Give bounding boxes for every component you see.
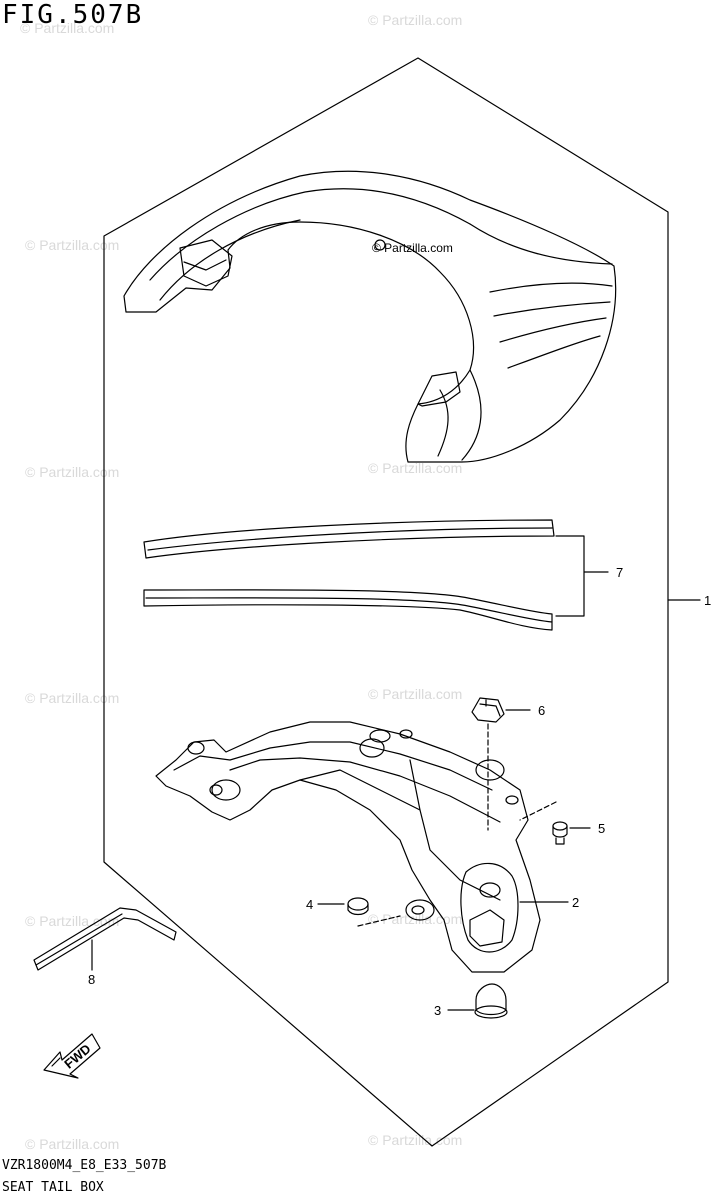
- watermark: © Partzilla.com: [368, 460, 463, 476]
- watermark: © Partzilla.com: [25, 913, 120, 929]
- screw: [552, 821, 568, 845]
- clip: [471, 697, 505, 723]
- watermark: © Partzilla.com: [25, 1136, 120, 1152]
- hex-key: [33, 907, 177, 971]
- embedded-watermark-label: © Partzilla.com: [372, 241, 453, 255]
- assembly-boundary: [103, 57, 669, 1147]
- watermark: © Partzilla.com: [368, 1132, 463, 1148]
- leader-line-7: [555, 535, 609, 617]
- fwd-arrow-icon: [43, 1033, 101, 1079]
- tape-strips: [143, 519, 555, 631]
- watermark: © Partzilla.com: [25, 690, 120, 706]
- callout-1: 1: [704, 593, 711, 608]
- callout-6: 6: [538, 703, 545, 718]
- leader-line-4-dash: [357, 915, 401, 927]
- callout-7: 7: [616, 565, 623, 580]
- watermark: © Partzilla.com: [20, 20, 115, 36]
- model-code: VZR1800M4_E8_E33_507B: [2, 1158, 167, 1173]
- figure-title: FIG.507B: [2, 0, 144, 30]
- cushion-4: [347, 897, 369, 916]
- callout-5: 5: [598, 821, 605, 836]
- callout-8: 8: [88, 972, 95, 987]
- tail-box-cover: [123, 170, 617, 463]
- section-name: SEAT TAIL BOX: [2, 1180, 104, 1195]
- cushion-3: [474, 983, 508, 1019]
- callout-3: 3: [434, 1003, 441, 1018]
- callout-4: 4: [306, 897, 313, 912]
- watermark: © Partzilla.com: [25, 237, 120, 253]
- leader-line-5-dash: [519, 801, 557, 821]
- watermark: © Partzilla.com: [368, 686, 463, 702]
- callout-2: 2: [572, 895, 579, 910]
- watermark: © Partzilla.com: [25, 464, 120, 480]
- watermark: © Partzilla.com: [368, 12, 463, 28]
- bracket: [155, 721, 541, 973]
